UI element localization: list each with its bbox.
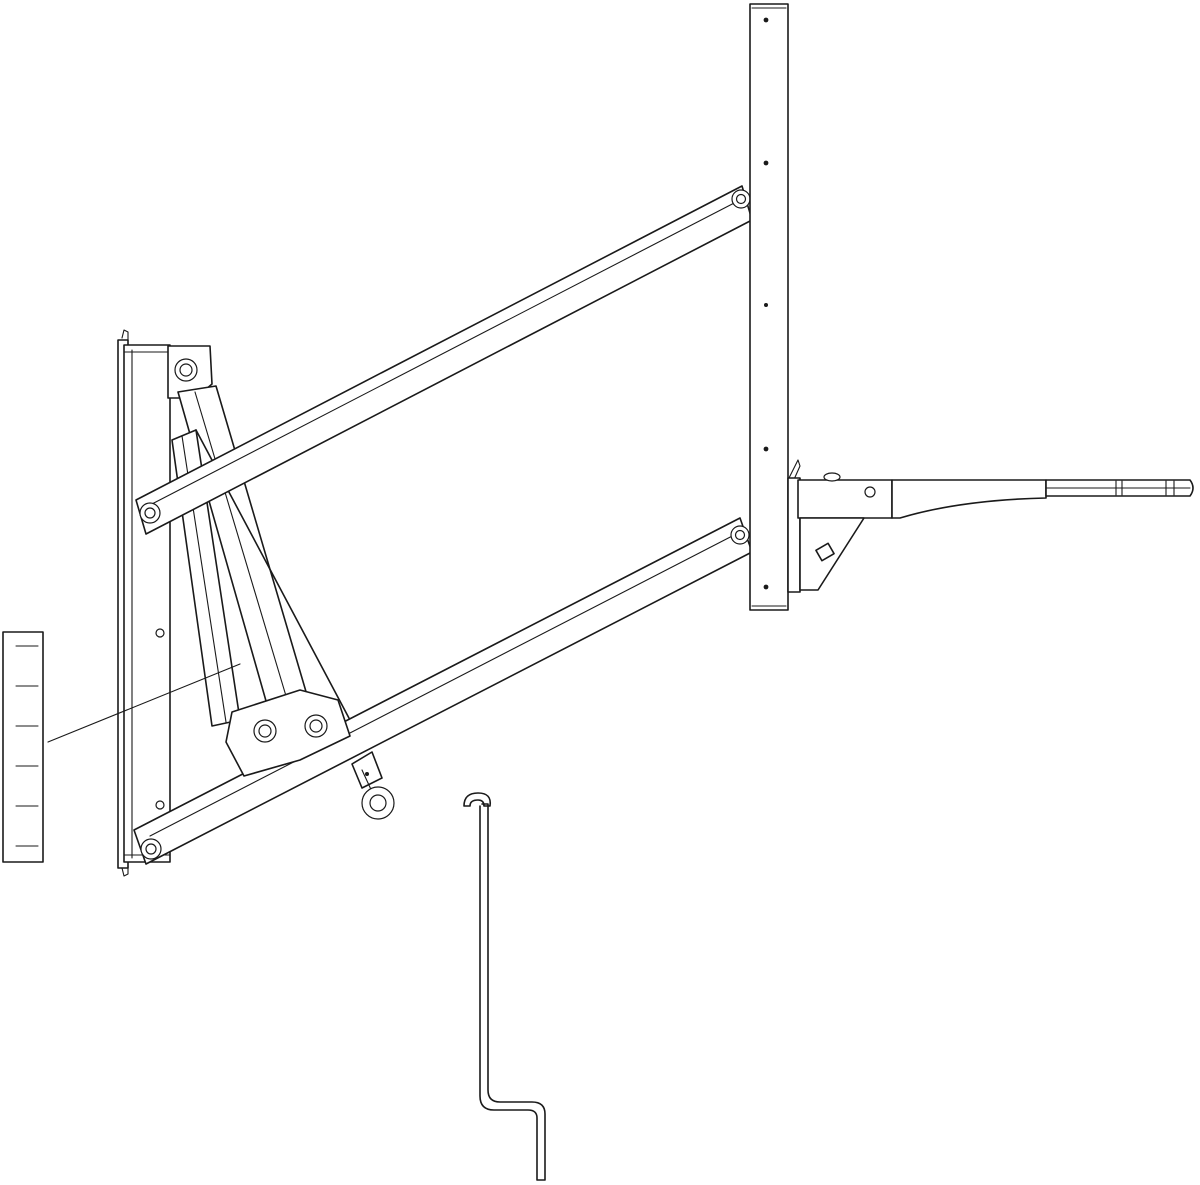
rim-bracket: [787, 459, 1194, 593]
upper-arm: [135, 185, 753, 535]
crank-handle: [463, 792, 546, 1181]
backboard-mount: [749, 3, 789, 611]
wall-bracket: [117, 329, 171, 877]
scale-pointer: [47, 663, 241, 743]
height-scale: [2, 631, 44, 863]
mounting-plate: [167, 345, 213, 399]
eye-bolt: [351, 751, 395, 820]
strut-clamp-plate: [225, 689, 351, 777]
